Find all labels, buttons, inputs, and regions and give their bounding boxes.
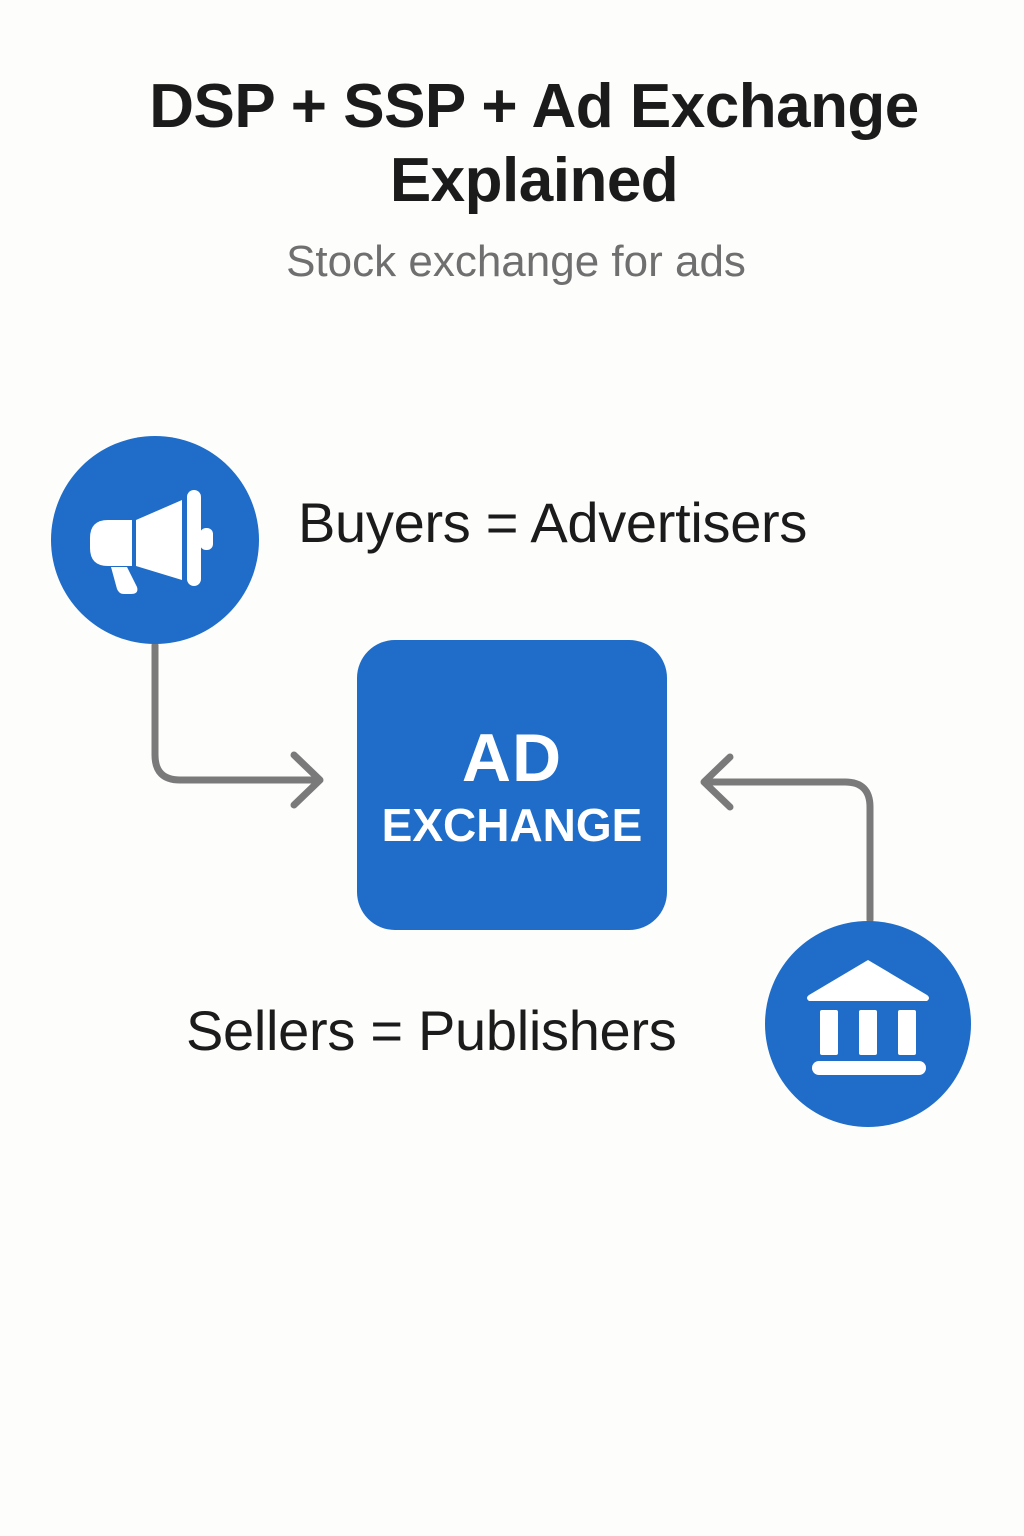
buyers-arrowhead-icon [290,751,324,809]
sellers-arrowhead-icon [700,753,734,811]
bank-icon [807,960,929,1075]
page-title: DSP + SSP + Ad Exchange Explained [149,72,919,215]
exchange-title: AD [461,720,563,796]
sellers-label: Sellers = Publishers [186,999,677,1062]
ad-exchange-box: AD EXCHANGE [357,640,667,930]
exchange-subtitle: EXCHANGE [381,799,643,851]
sellers-connector [700,753,874,924]
megaphone-icon [90,490,213,594]
sellers-node [765,921,971,1127]
buyers-connector [151,641,324,809]
header: DSP + SSP + Ad Exchange Explained Stock … [0,70,1024,288]
buyers-label: Buyers = Advertisers [298,491,808,554]
page-subtitle: Stock exchange for ads [286,237,746,286]
buyers-node [51,436,259,644]
